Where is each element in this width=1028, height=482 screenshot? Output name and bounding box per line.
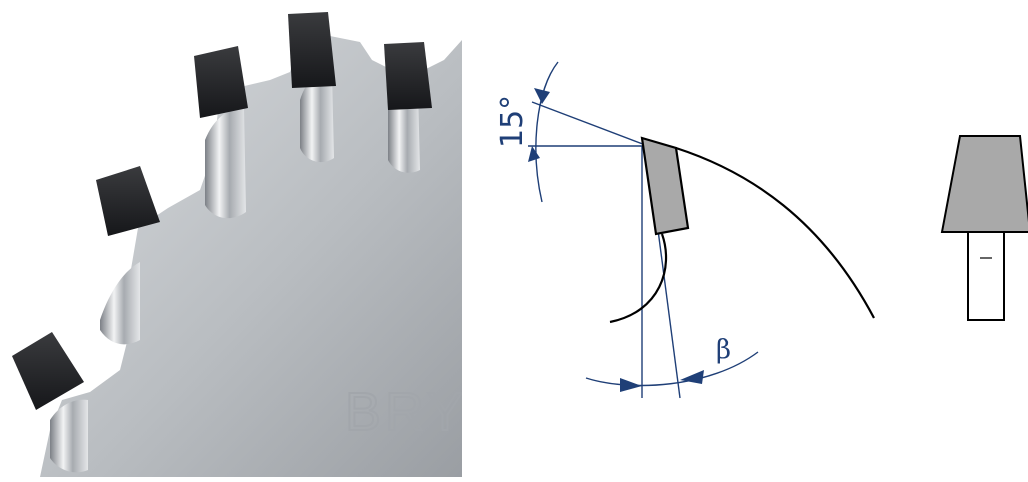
clearance-angle-arc <box>585 351 759 387</box>
tooth-front-view <box>930 0 1028 477</box>
engraving-text: BRY <box>345 382 462 442</box>
beta-arrow-left <box>620 378 642 392</box>
hook-arrow-bottom <box>528 146 540 162</box>
gullet-3 <box>300 73 334 163</box>
beta-arrow-right <box>680 370 704 384</box>
gullet-1 <box>100 262 140 345</box>
carbide-tip-4 <box>96 166 160 236</box>
carbide-tip-1 <box>194 46 248 118</box>
carbide-tip-5 <box>12 332 84 410</box>
gullet-5 <box>50 399 88 473</box>
saw-blade-illustration: BRY <box>12 12 464 477</box>
tooth-tip-profile <box>640 136 690 236</box>
gullet-2 <box>205 108 246 219</box>
hook-angle-line <box>531 101 649 147</box>
carbide-tip-2 <box>288 12 336 88</box>
hook-arrow-top <box>534 88 550 104</box>
tooth-front-drawing <box>940 135 1028 321</box>
front-blade-body <box>967 231 1005 321</box>
saw-blade-render: BRY <box>0 0 464 477</box>
tooth-profile-drawing: 15° β <box>495 61 875 399</box>
blade-body <box>40 36 462 477</box>
hook-angle-arc <box>535 61 559 203</box>
tooth-back-curve <box>675 146 875 319</box>
gullet-curve <box>609 233 668 324</box>
clearance-angle-label: β <box>716 335 731 365</box>
front-tip-shape <box>940 135 1028 233</box>
hook-angle-label: 15° <box>495 95 530 148</box>
clearance-line <box>657 229 681 399</box>
carbide-tip-3 <box>384 42 432 110</box>
tooth-angle-diagram: 15° β <box>470 0 890 477</box>
